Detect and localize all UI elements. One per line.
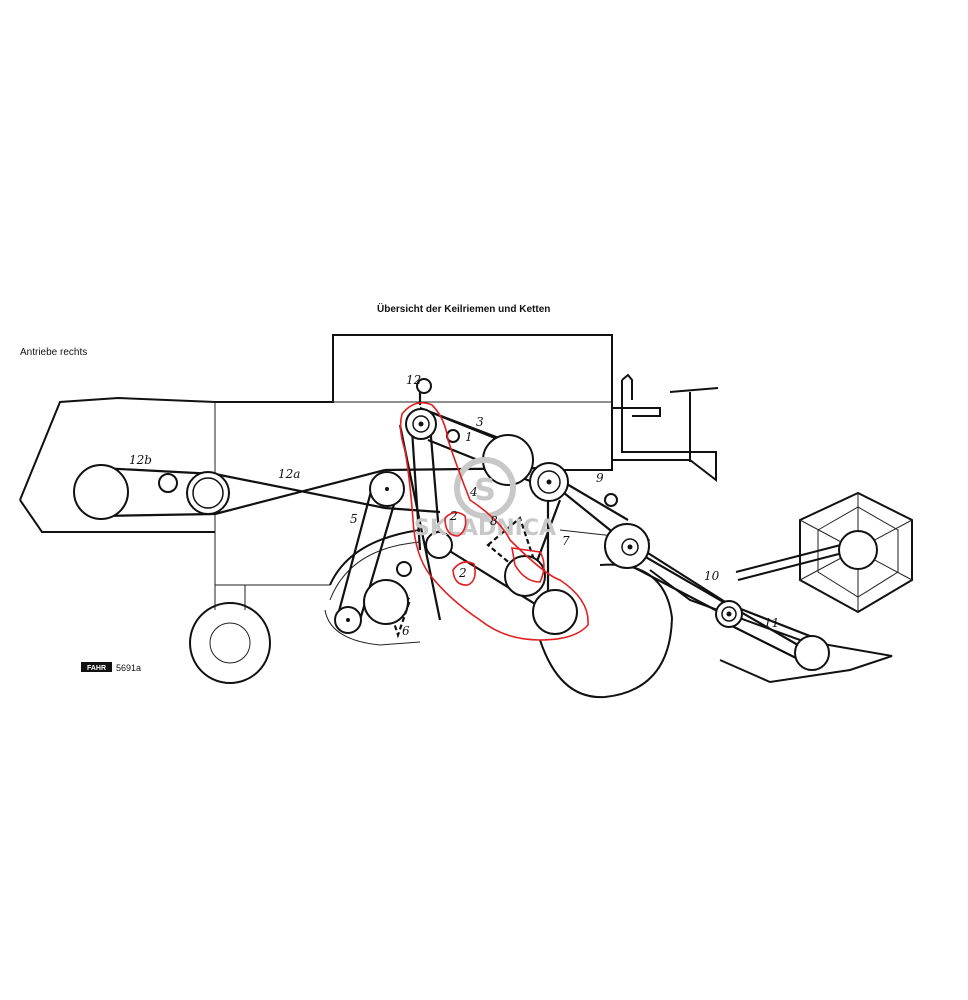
belt-label-11: 11 [764,616,779,630]
belt-label-6: 6 [402,624,410,638]
belt-label-9: 9 [596,471,604,485]
belt-label-12: 12 [406,373,421,387]
belt-label-10: 10 [704,569,720,583]
belt-label-1: 1 [465,430,473,444]
belt-label-12b: 12b [129,453,152,467]
figure-code: 5691a [116,663,141,673]
belt-labels: 12 3 1 12b 12a 4 9 2 8 5 7 2 6 10 11 [129,373,779,638]
belt-label-7: 7 [562,534,570,548]
belt-label-8: 8 [490,514,498,528]
diagram-subtitle: Antriebe rechts [20,347,88,358]
watermark: S SKLADNICA [414,457,556,541]
belt-label-2: 2 [449,509,458,523]
highlight-marks [399,402,589,641]
watermark-text: SKLADNICA [414,516,556,541]
belt-label-4: 4 [469,485,478,499]
fahr-logo: FAHR [81,662,112,672]
belt-label-12a: 12a [278,467,300,481]
svg-text:S: S [474,473,496,508]
belt-label-2b: 2 [458,566,467,580]
belt-label-3: 3 [476,415,484,429]
svg-text:FAHR: FAHR [87,665,106,672]
diagram-title: Übersicht der Keilriemen und Ketten [377,304,551,315]
belt-label-5: 5 [350,512,358,526]
